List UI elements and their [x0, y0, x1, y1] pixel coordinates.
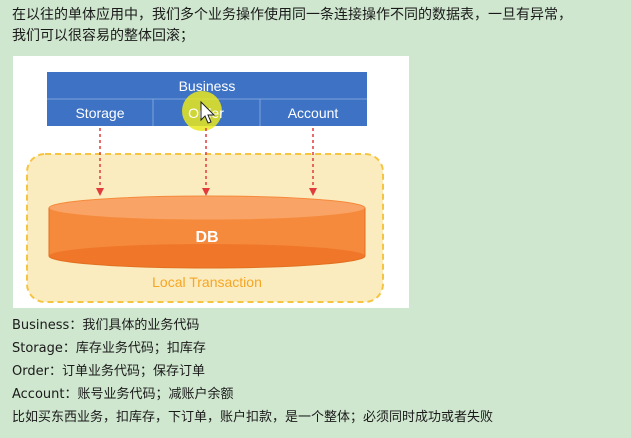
arrow-account-to-db	[309, 128, 317, 196]
description-summary: 比如买东西业务，扣库存，下订单，账户扣款，是一个整体；必须同时成功或者失败	[12, 410, 494, 425]
local-transaction-label: Local Transaction	[152, 274, 262, 290]
description-storage: Storage：库存业务代码；扣库存	[12, 341, 206, 356]
db-label: DB	[195, 229, 218, 246]
intro-line-2: 我们可以很容易的整体回滚；	[12, 28, 194, 44]
local-transaction-diagram: Business Storage Order Account DB	[13, 56, 409, 308]
service-label-account: Account	[288, 105, 339, 121]
database-cylinder	[48, 195, 366, 269]
description-order: Order：订单业务代码；保存订单	[12, 364, 205, 379]
intro-paragraph: 在以往的单体应用中，我们多个业务操作使用同一条连接操作不同的数据表，一旦有异常，…	[12, 5, 624, 47]
intro-line-1: 在以往的单体应用中，我们多个业务操作使用同一条连接操作不同的数据表，一旦有异常，	[12, 7, 572, 23]
business-label: Business	[179, 78, 236, 94]
diagram-canvas: Business Storage Order Account DB	[26, 72, 384, 303]
arrow-order-to-db	[202, 128, 210, 196]
arrow-storage-to-db	[96, 128, 104, 196]
description-account: Account：账号业务代码；减账户余额	[12, 387, 234, 402]
mouse-pointer-icon	[200, 100, 216, 124]
description-business: Business：我们具体的业务代码	[12, 318, 200, 333]
service-label-storage: Storage	[75, 105, 124, 121]
description-list: Business：我们具体的业务代码 Storage：库存业务代码；扣库存 Or…	[12, 314, 624, 429]
